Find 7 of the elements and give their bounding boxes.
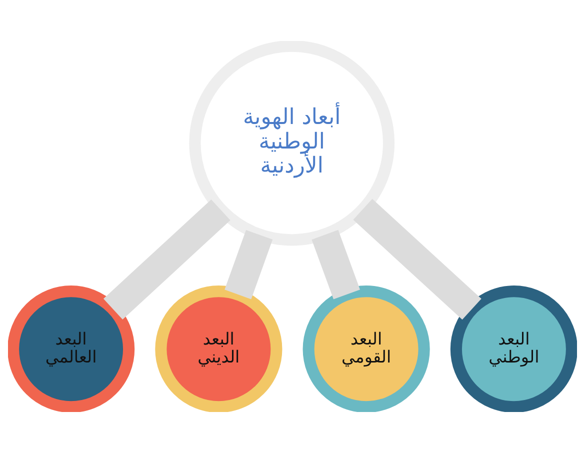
node-circle: البعد الديني	[155, 286, 282, 412]
node-circle: البعد العالمي	[8, 286, 135, 412]
connector	[103, 199, 230, 320]
node-circle: البعد الوطني	[450, 286, 577, 412]
node-circle: أبعاد الهوية الوطنية الأردنية	[189, 41, 395, 246]
node-circle: البعد القومي	[302, 286, 430, 412]
connector	[353, 198, 482, 320]
